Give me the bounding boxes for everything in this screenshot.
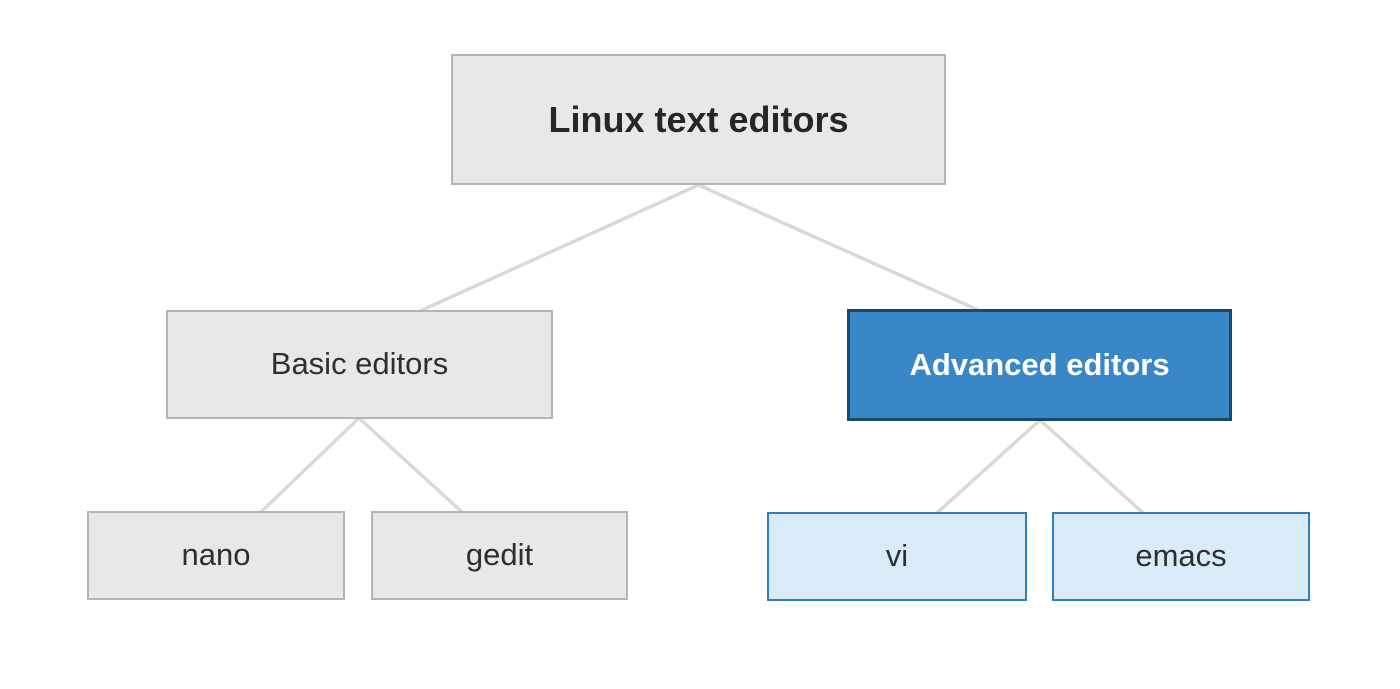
node-gedit: gedit [371, 511, 628, 600]
node-advanced-editors-label: Advanced editors [909, 346, 1170, 382]
node-advanced-editors: Advanced editors [847, 309, 1232, 421]
node-linux-text-editors: Linux text editors [451, 54, 946, 185]
edge-root-to-basic-editors [416, 183, 701, 314]
edge-basic-to-nano [259, 416, 361, 514]
edge-advanced-to-emacs [1038, 418, 1145, 515]
node-gedit-label: gedit [465, 537, 534, 573]
edge-root-to-advanced-editors [696, 183, 980, 312]
node-basic-editors-label: Basic editors [270, 346, 449, 382]
node-vi: vi [767, 512, 1027, 601]
node-linux-text-editors-label: Linux text editors [548, 98, 849, 140]
node-emacs: emacs [1052, 512, 1310, 601]
edge-advanced-to-vi [935, 418, 1042, 515]
edge-basic-to-gedit [357, 416, 464, 514]
node-emacs-label: emacs [1135, 538, 1227, 574]
node-nano: nano [87, 511, 345, 600]
node-basic-editors: Basic editors [166, 310, 553, 419]
node-nano-label: nano [181, 537, 251, 573]
node-vi-label: vi [885, 538, 909, 574]
